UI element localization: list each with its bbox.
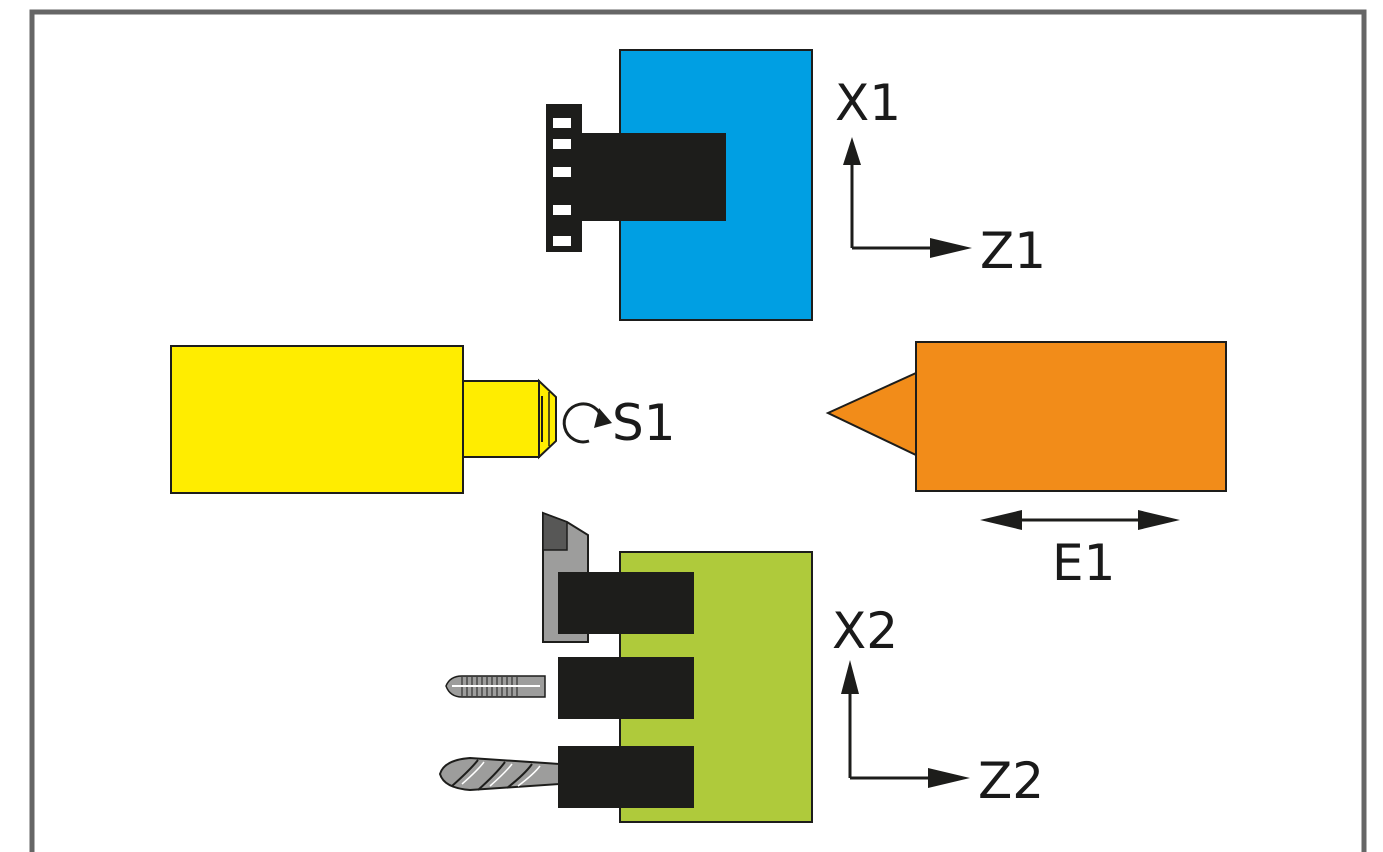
spindle-body: [170, 345, 464, 494]
rotation-arrow-icon: [562, 402, 612, 444]
axes-x1-z1: X1 Z1: [835, 74, 1046, 280]
drill-tool: [438, 756, 561, 792]
upper-tool-holder: [578, 133, 726, 221]
x2-arrow-icon: [841, 660, 859, 694]
z1-label: Z1: [980, 222, 1046, 280]
upper-tool-clamp: [546, 104, 582, 252]
tailstock: [825, 341, 1227, 492]
x2-label: X2: [832, 602, 898, 660]
e1-right-arrow-icon: [1138, 510, 1180, 530]
x1-label: X1: [835, 74, 901, 132]
frame-border: [29, 9, 1367, 852]
tailstock-center: [825, 371, 917, 457]
e1-axis: E1: [980, 510, 1180, 592]
lower-tool-holder-2: [558, 657, 694, 719]
z2-arrow-icon: [928, 768, 970, 788]
upper-turret: [546, 49, 813, 321]
tailstock-body: [915, 341, 1227, 492]
z1-arrow-icon: [930, 238, 972, 258]
e1-label: E1: [1052, 534, 1115, 592]
spindle-nose: [462, 380, 540, 458]
spindle-tip: [538, 378, 557, 460]
lower-turret: [438, 511, 813, 823]
z2-label: Z2: [978, 752, 1044, 810]
s1-label: S1: [612, 394, 676, 452]
axes-x2-z2: X2 Z2: [832, 602, 1044, 810]
lower-tool-holder-1: [558, 572, 694, 634]
main-spindle: [170, 345, 557, 494]
tap-tool: [445, 675, 546, 698]
x1-arrow-icon: [843, 137, 861, 165]
e1-left-arrow-icon: [980, 510, 1022, 530]
lower-tool-holder-3: [558, 746, 694, 808]
